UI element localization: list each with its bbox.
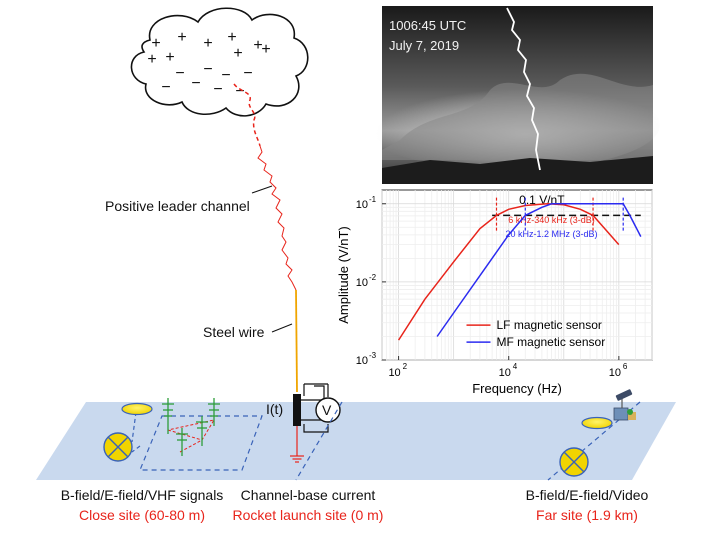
- steel-wire-pointer: [271, 323, 293, 333]
- steel-wire: [295, 289, 298, 393]
- y-tick-label: 10: [356, 355, 368, 367]
- ground-symbol-icon: [290, 455, 304, 463]
- e-field-plate-close: [121, 402, 153, 416]
- photo-date: July 7, 2019: [389, 38, 459, 53]
- leader-channel-dashed: [233, 83, 261, 147]
- cloud-negative-charge: −: [235, 83, 244, 100]
- x-tick-label: 10: [609, 367, 621, 379]
- e-field-plate-far: [581, 416, 613, 430]
- b-field-loop-icon-close: [103, 432, 133, 462]
- cloud-positive-charge: +: [253, 37, 262, 54]
- x-tick-exponent: 4: [513, 362, 518, 371]
- x-tick-exponent: 2: [403, 362, 408, 371]
- x-axis-label: Frequency (Hz): [472, 381, 562, 396]
- y-axis-label: Amplitude (V/nT): [336, 226, 351, 324]
- cloud-negative-charge: −: [175, 65, 184, 82]
- x-tick-exponent: 6: [623, 362, 628, 371]
- band-label: 20 kHz-1.2 MHz (3-dB): [506, 229, 598, 239]
- steel-wire-label: Steel wire: [203, 324, 265, 340]
- cloud-negative-charge: −: [213, 81, 222, 98]
- lightning-photograph: 1006:45 UTC July 7, 2019: [360, 6, 660, 184]
- cloud-positive-charge: +: [151, 35, 160, 52]
- y-tick-label: 10: [356, 277, 368, 289]
- cloud-positive-charge: +: [177, 29, 186, 46]
- cloud-positive-charge: +: [147, 51, 156, 68]
- cloud-positive-charge: +: [227, 29, 236, 46]
- leader-pointer: [251, 185, 273, 194]
- positive-leader-channel: [257, 145, 297, 291]
- legend-entry: LF magnetic sensor: [496, 318, 601, 332]
- thundercloud: [130, 7, 309, 117]
- vhf-antenna-array: [162, 398, 220, 456]
- cloud-negative-charge: −: [221, 67, 230, 84]
- x-tick-label: 10: [388, 367, 400, 379]
- cloud-negative-charge: −: [191, 75, 200, 92]
- x-tick-label: 10: [499, 367, 511, 379]
- y-tick-exponent: -2: [369, 273, 377, 282]
- y-tick-exponent: -3: [369, 351, 377, 360]
- cloud-positive-charge: +: [261, 41, 270, 58]
- y-tick-label: 10: [356, 199, 368, 211]
- close-site-location: Close site (60-80 m): [79, 507, 205, 523]
- cloud-negative-charge: −: [203, 61, 212, 78]
- launch-site-caption: Channel-base current: [241, 487, 376, 503]
- lightning-bolt: [506, 7, 541, 171]
- far-site-location: Far site (1.9 km): [536, 507, 638, 523]
- far-site-caption: B-field/E-field/Video: [526, 487, 649, 503]
- photo-time: 1006:45 UTC: [389, 18, 466, 33]
- y-tick-exponent: -1: [369, 195, 377, 204]
- close-site-area: [139, 415, 263, 471]
- legend-entry: MF magnetic sensor: [496, 335, 605, 349]
- cloud-positive-charge: +: [233, 45, 242, 62]
- voltmeter-label: V: [322, 402, 332, 418]
- close-site-caption: B-field/E-field/VHF signals: [61, 487, 224, 503]
- positive-leader-label: Positive leader channel: [105, 198, 250, 214]
- cloud-positive-charge: +: [203, 35, 212, 52]
- cloud-positive-charge: +: [165, 49, 174, 66]
- video-camera-station-icon: [613, 389, 636, 421]
- current-label: I(t): [266, 401, 283, 417]
- launch-site-location: Rocket launch site (0 m): [233, 507, 384, 523]
- cloud-negative-charge: −: [243, 65, 252, 82]
- current-transformer: [293, 394, 301, 426]
- launch-site-dashed-line: [295, 401, 343, 481]
- close-site-sensor-mast: [131, 411, 137, 443]
- b-field-loop-icon-far: [559, 447, 589, 477]
- cloud-negative-charge: −: [161, 79, 170, 96]
- band-label: 6 kHz-340 kHz (3-dB): [508, 215, 595, 225]
- voltmeter-icon: [315, 397, 341, 423]
